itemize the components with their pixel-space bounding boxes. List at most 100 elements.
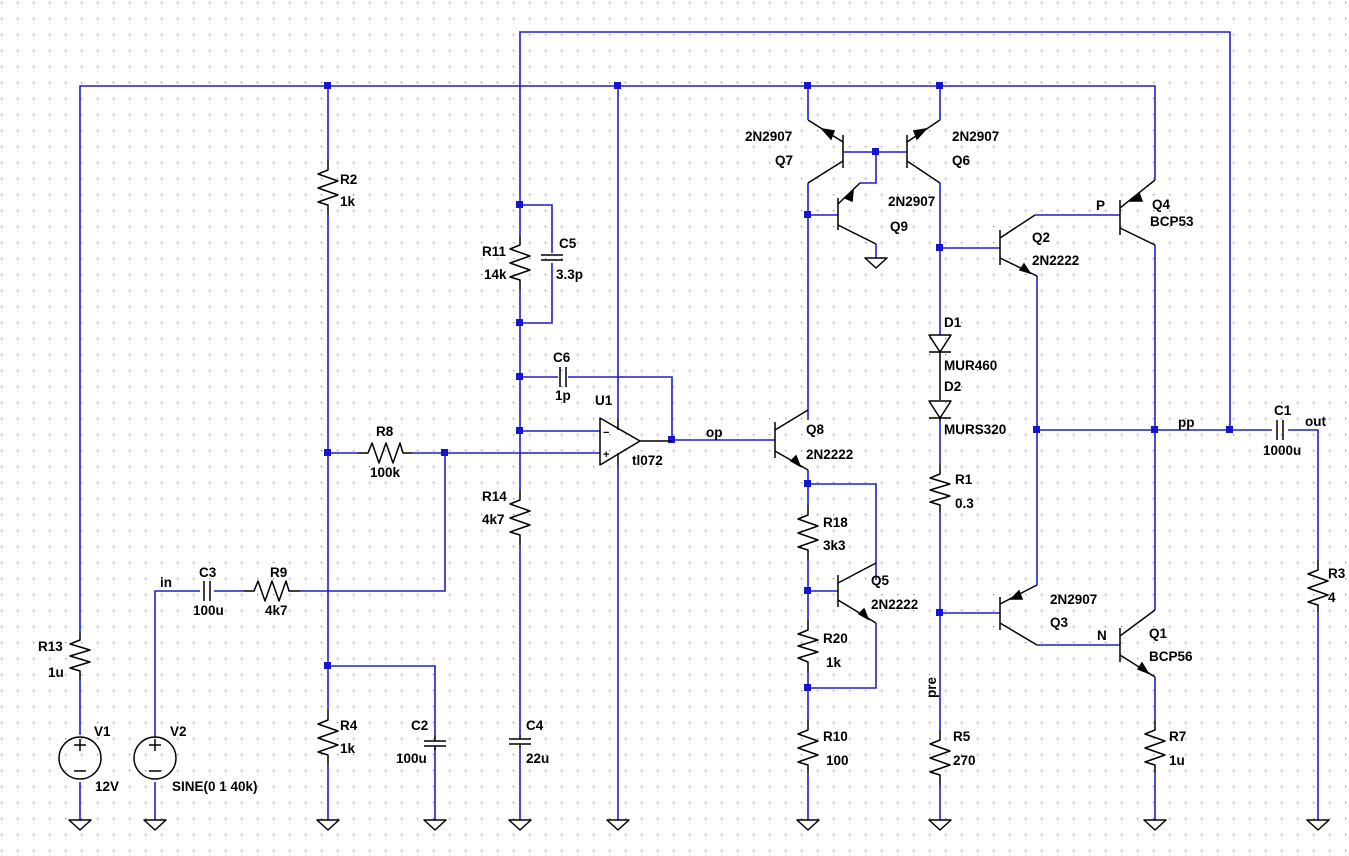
- q3-name-label: Q3: [1050, 615, 1069, 630]
- r10-name-label: R10: [823, 729, 848, 744]
- transistor-q6[interactable]: [906, 119, 941, 184]
- c4-value-label: 22u: [526, 751, 549, 766]
- capacitor-c5[interactable]: [541, 254, 563, 261]
- net-label-in: in: [160, 575, 172, 590]
- resistor-r11[interactable]: [509, 235, 531, 290]
- q7-name-label: Q7: [775, 153, 793, 168]
- resistor-r14[interactable]: [509, 490, 531, 545]
- net-label-pp: pp: [1178, 415, 1195, 430]
- c5-name-label: C5: [559, 236, 577, 251]
- capacitor-c3[interactable]: [203, 581, 211, 601]
- ground-symbols: [68, 257, 1330, 831]
- c1-value-label: 1000u: [1263, 443, 1301, 458]
- v1-value-label: 12V: [95, 779, 119, 794]
- transistor-q4[interactable]: [1119, 179, 1156, 246]
- r11-name-label: R11: [482, 244, 507, 259]
- r13-name-label: R13: [38, 639, 63, 654]
- resistor-r9[interactable]: [244, 580, 300, 602]
- resistor-r18[interactable]: [797, 505, 819, 560]
- net-label-pre: pre: [924, 677, 939, 699]
- d1-value-label: MUR460: [944, 358, 997, 373]
- q2-value-label: 2N2222: [1032, 253, 1079, 268]
- q3-value-label: 2N2907: [1050, 592, 1097, 607]
- u1-value-label: tl072: [632, 453, 663, 468]
- transistor-q7[interactable]: [807, 119, 844, 184]
- net-label-op: op: [706, 425, 723, 440]
- transistor-q2[interactable]: [999, 214, 1038, 277]
- r5-name-label: R5: [953, 729, 971, 744]
- voltage-source-v2[interactable]: [133, 736, 177, 780]
- q5-name-label: Q5: [871, 573, 890, 588]
- r11-value-label: 14k: [484, 267, 507, 282]
- r7-name-label: R7: [1169, 729, 1186, 744]
- r3-value-label: 4: [1328, 590, 1336, 605]
- q1-value-label: BCP56: [1149, 649, 1193, 664]
- capacitor-c1[interactable]: [1276, 420, 1284, 440]
- resistor-r4[interactable]: [317, 710, 339, 765]
- resistor-r10[interactable]: [797, 720, 819, 773]
- r9-value-label: 4k7: [265, 603, 288, 618]
- resistor-r1[interactable]: [929, 465, 951, 512]
- c1-name-label: C1: [1274, 403, 1292, 418]
- transistor-q8[interactable]: [774, 409, 809, 471]
- c5-value-label: 3.3p: [556, 267, 583, 282]
- r18-name-label: R18: [823, 515, 848, 530]
- v2-name-label: V2: [170, 724, 187, 739]
- capacitor-c6[interactable]: [559, 367, 567, 387]
- transistor-q5[interactable]: [837, 562, 877, 624]
- r1-value-label: 0.3: [955, 496, 974, 511]
- q9-value-label: 2N2907: [888, 194, 935, 209]
- net-label-n: N: [1097, 628, 1107, 643]
- r4-name-label: R4: [340, 718, 358, 733]
- u1-name-label: U1: [595, 393, 613, 408]
- wires: [79, 31, 1319, 820]
- v2-value-label: SINE(0 1 40k): [172, 779, 258, 794]
- r14-value-label: 4k7: [482, 512, 505, 527]
- r13-value-label: 1u: [48, 665, 64, 680]
- r14-name-label: R14: [482, 489, 507, 504]
- diode-d1[interactable]: [928, 334, 952, 400]
- v1-name-label: V1: [94, 724, 111, 739]
- transistor-q3[interactable]: [999, 584, 1038, 646]
- r10-value-label: 100: [826, 753, 849, 768]
- r2-name-label: R2: [340, 172, 357, 187]
- d2-name-label: D2: [944, 379, 961, 394]
- resistor-r13[interactable]: [69, 632, 91, 680]
- resistor-r20[interactable]: [797, 620, 819, 672]
- svg-text:−: −: [603, 427, 609, 439]
- r9-name-label: R9: [270, 565, 287, 580]
- q4-name-label: Q4: [1152, 197, 1171, 212]
- r8-name-label: R8: [376, 424, 394, 439]
- r4-value-label: 1k: [340, 741, 356, 756]
- q1-name-label: Q1: [1149, 626, 1168, 641]
- d2-value-label: MURS320: [944, 422, 1006, 437]
- c2-name-label: C2: [411, 718, 428, 733]
- opamp-u1[interactable]: − +: [599, 417, 672, 466]
- q8-value-label: 2N2222: [806, 447, 853, 462]
- resistor-r2[interactable]: [317, 160, 339, 215]
- d1-name-label: D1: [944, 315, 962, 330]
- capacitor-c2[interactable]: [424, 735, 446, 750]
- voltage-source-v1[interactable]: [58, 736, 102, 780]
- r1-name-label: R1: [955, 472, 973, 487]
- q6-name-label: Q6: [952, 153, 971, 168]
- resistor-r8[interactable]: [358, 442, 412, 464]
- svg-text:+: +: [603, 449, 609, 461]
- c6-value-label: 1p: [555, 388, 571, 403]
- capacitor-c4[interactable]: [509, 735, 531, 748]
- r20-value-label: 1k: [826, 655, 842, 670]
- resistor-r7[interactable]: [1144, 720, 1166, 773]
- resistor-r3[interactable]: [1307, 560, 1329, 612]
- transistor-q9[interactable]: [837, 182, 877, 245]
- resistor-r5[interactable]: [929, 730, 951, 785]
- q9-name-label: Q9: [890, 219, 908, 234]
- diode-d2[interactable]: [928, 400, 952, 421]
- q5-value-label: 2N2222: [871, 597, 918, 612]
- r3-name-label: R3: [1328, 566, 1346, 581]
- r7-value-label: 1u: [1169, 753, 1185, 768]
- net-label-out: out: [1305, 414, 1326, 429]
- transistor-q1[interactable]: [1119, 609, 1156, 678]
- q7-value-label: 2N2907: [745, 129, 792, 144]
